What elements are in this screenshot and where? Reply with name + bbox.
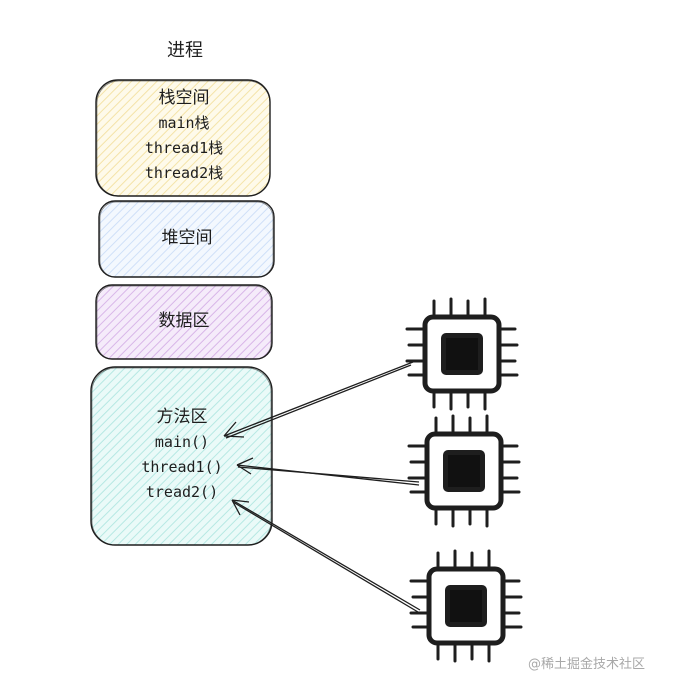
process-title: 进程	[167, 40, 203, 61]
stack-line: main栈	[158, 114, 210, 132]
stack-line: thread2栈	[144, 164, 224, 182]
cpu-chip-icon	[407, 299, 517, 409]
method-line: thread1()	[141, 458, 223, 476]
method-area-box	[90, 366, 273, 546]
heap-space-heading: 堆空间	[161, 228, 213, 248]
cpu-chip-icon	[411, 551, 521, 661]
method-area-heading: 方法区	[156, 407, 208, 427]
method-line: main()	[154, 433, 210, 451]
heap-space-box	[98, 200, 275, 278]
data-area-box	[95, 284, 273, 360]
stack-space-box	[95, 79, 271, 197]
arrow-cpu2-to-thread1	[236, 457, 420, 486]
data-area-heading: 数据区	[158, 311, 210, 331]
arrow-cpu3-to-tread2	[231, 499, 421, 613]
cpu-chip-icon	[409, 416, 519, 526]
stack-space-heading: 栈空间	[158, 88, 210, 108]
arrow-cpu1-to-main	[223, 361, 414, 439]
stack-line: thread1栈	[144, 139, 224, 157]
method-area-label: 方法区 main() thread1() tread2()	[92, 405, 272, 505]
stack-space-label: 栈空间 main栈 thread1栈 thread2栈	[96, 86, 272, 186]
watermark: @稀土掘金技术社区	[528, 657, 646, 672]
method-line: tread2()	[145, 483, 219, 501]
